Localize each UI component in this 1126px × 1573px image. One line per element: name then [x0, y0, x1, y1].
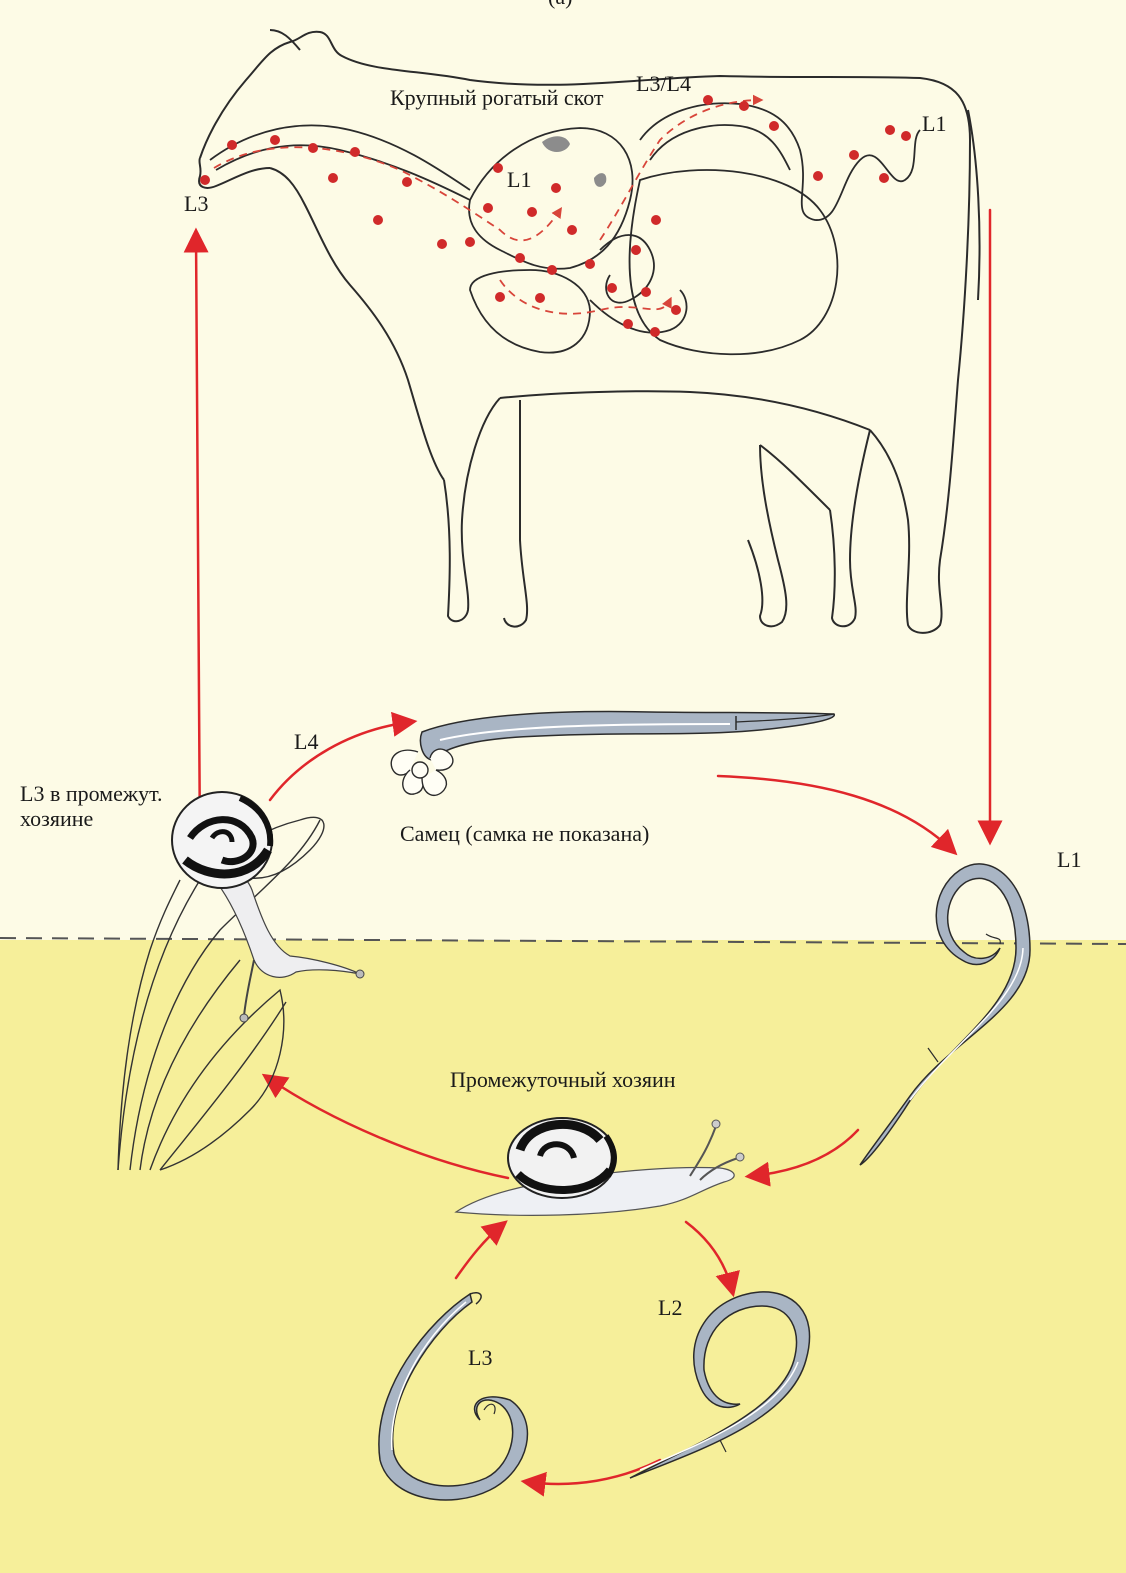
label-l2: L2: [658, 1296, 682, 1320]
label-l1-lung: L1: [507, 168, 531, 192]
label-l3-mouth: L3: [184, 192, 208, 216]
figure-letter-crop: (a): [0, 0, 1126, 10]
label-l1-free: L1: [1057, 848, 1081, 872]
label-l1-intestine: L1: [922, 112, 946, 136]
label-l4: L4: [294, 730, 318, 754]
label-l3-in-host-line1: L3 в промежут.: [20, 782, 163, 806]
label-l3-in-host-line2: хозяине: [20, 807, 93, 831]
label-l3-larva: L3: [468, 1346, 492, 1370]
label-intermediate-host: Промежуточный хозяин: [450, 1068, 676, 1092]
figure-letter: (a): [548, 0, 572, 9]
ground-background: [0, 940, 1126, 1573]
label-l3-l4: L3/L4: [636, 72, 691, 96]
host-name-label: Крупный рогатый скот: [390, 86, 604, 110]
label-male-note: Самец (самка не показана): [400, 822, 649, 846]
